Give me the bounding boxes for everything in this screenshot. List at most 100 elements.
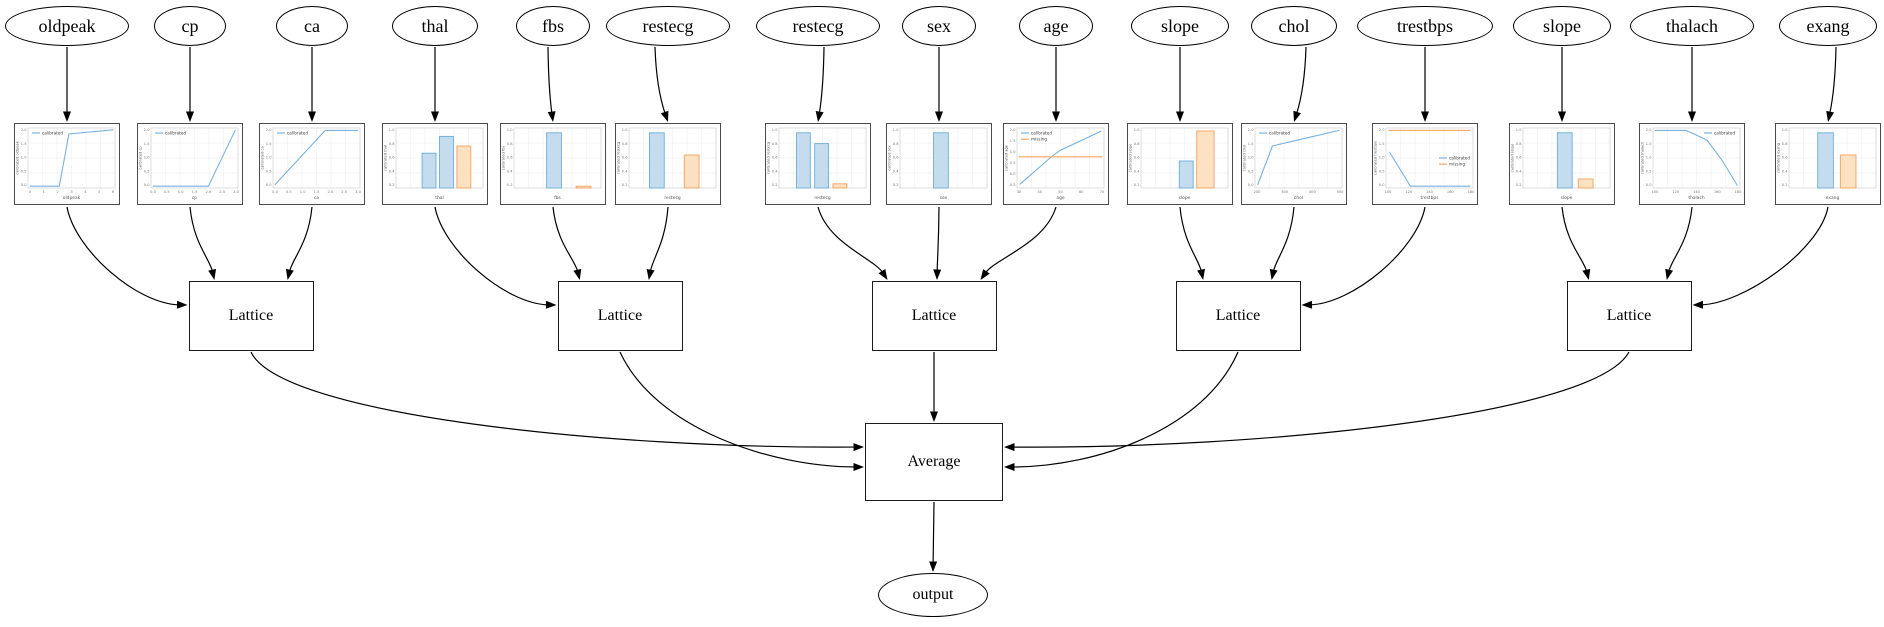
svg-text:2.0: 2.0: [21, 128, 27, 132]
svg-text:-0.5: -0.5: [1008, 183, 1015, 187]
svg-text:0.4: 0.4: [389, 169, 395, 173]
input-node-slope-9: slope: [1130, 6, 1230, 46]
chart-legend: calibrated: [155, 130, 186, 135]
edge-chart-lattice-8-head: [980, 269, 990, 280]
svg-text:0.4: 0.4: [1134, 169, 1140, 173]
chart-legend: calibrated: [32, 130, 63, 135]
svg-text:0.0: 0.0: [266, 183, 272, 187]
svg-text:1.0: 1.0: [622, 128, 628, 132]
x-axis-label: restecg: [814, 195, 831, 201]
calibrator-bars: [795, 132, 848, 189]
svg-text:0.0: 0.0: [1010, 172, 1016, 176]
svg-text:1.0: 1.0: [1646, 156, 1652, 160]
svg-text:0.8: 0.8: [1516, 142, 1522, 146]
input-node-sex-7: sex: [902, 6, 976, 46]
svg-text:400: 400: [1309, 190, 1317, 194]
edge-chart-lattice-4: [552, 206, 579, 273]
svg-text:calibrated: calibrated: [1449, 155, 1470, 160]
svg-text:0.8: 0.8: [507, 142, 513, 146]
edge-chart-lattice-0: [66, 206, 180, 306]
y-axis-label: calibrated restecg: [617, 142, 621, 175]
x-axis-label: ca: [314, 196, 319, 201]
input-node-exang-14: exang: [1778, 6, 1878, 46]
lattice-node-3: Lattice: [871, 281, 997, 351]
edge-lattice-average-4: [1011, 351, 1239, 468]
chart-legend: calibrated: [277, 130, 308, 135]
edge-input-chart-5: [654, 46, 666, 115]
edge-input-chart-8-head: [1052, 111, 1060, 122]
x-axis-label: sex: [940, 196, 948, 201]
y-axis-label: calibrated ca: [261, 146, 265, 169]
edge-input-chart-0-head: [63, 111, 71, 122]
edge-chart-lattice-12: [1561, 206, 1588, 273]
y-axis-label: calibrated cp: [139, 146, 143, 170]
calibrator-bars: [546, 132, 592, 189]
svg-text:2.0: 2.0: [1248, 128, 1254, 132]
lattice-node-1: Lattice: [188, 281, 314, 351]
lattice-label: Lattice: [597, 307, 643, 324]
tick-labels: 1.00.80.60.40.2: [507, 128, 513, 187]
input-node-oldpeak-0: oldpeak: [5, 6, 129, 46]
edge-input-chart-2-head: [308, 111, 316, 122]
edge-chart-lattice-8: [984, 206, 1057, 274]
x-axis-label: oldpeak: [63, 195, 81, 201]
edge-average-output: [932, 501, 935, 565]
calibrator-lines: [1388, 129, 1471, 187]
lattice-label: Lattice: [911, 307, 957, 324]
output-label: output: [912, 586, 954, 603]
svg-text:calibrated: calibrated: [165, 130, 186, 135]
edge-input-chart-3-head: [431, 111, 439, 122]
edge-input-chart-10-head: [1293, 110, 1301, 122]
lattice-label: Lattice: [1215, 307, 1261, 324]
input-node-thal-3: thal: [392, 6, 478, 46]
calibrator-bars: [1556, 132, 1594, 189]
svg-text:0.5: 0.5: [164, 190, 170, 194]
svg-text:0.2: 0.2: [1782, 183, 1788, 187]
svg-text:60: 60: [1079, 190, 1084, 194]
y-axis-label: calibrated sex: [888, 144, 892, 170]
svg-text:1.5: 1.5: [1010, 139, 1016, 143]
svg-text:0.4: 0.4: [507, 169, 513, 173]
svg-text:500: 500: [1337, 190, 1345, 194]
x-axis-label: slope: [1561, 195, 1573, 201]
svg-text:0.5: 0.5: [144, 169, 150, 173]
svg-text:calibrated: calibrated: [1269, 130, 1290, 135]
svg-text:50: 50: [1058, 190, 1063, 194]
input-label: sex: [927, 15, 951, 36]
edge-chart-lattice-7-head: [933, 269, 942, 280]
svg-text:2.0: 2.0: [266, 128, 272, 132]
edge-average-output-head: [929, 561, 938, 572]
svg-text:0.4: 0.4: [893, 169, 899, 173]
svg-text:0.8: 0.8: [622, 142, 628, 146]
svg-text:0.8: 0.8: [772, 142, 778, 146]
svg-text:1.5: 1.5: [1646, 142, 1652, 146]
svg-text:0.0: 0.0: [1379, 183, 1385, 187]
edge-chart-lattice-6: [817, 206, 884, 274]
edge-input-chart-6: [818, 46, 825, 115]
tick-labels: 1.00.80.60.40.2: [893, 128, 899, 187]
calibrator-bars: [421, 135, 472, 189]
edge-lattice-average-1: [250, 351, 857, 448]
svg-text:70: 70: [1100, 190, 1105, 194]
svg-text:2.5: 2.5: [219, 190, 225, 194]
edge-lattice-average-4-head: [1004, 463, 1015, 471]
svg-text:0.2: 0.2: [622, 183, 628, 187]
edge-chart-lattice-11-head: [1301, 300, 1313, 309]
svg-text:1.0: 1.0: [1010, 150, 1016, 154]
svg-text:0.2: 0.2: [507, 183, 513, 187]
svg-text:1.0: 1.0: [389, 128, 395, 132]
x-axis-label: fbs: [554, 195, 561, 201]
